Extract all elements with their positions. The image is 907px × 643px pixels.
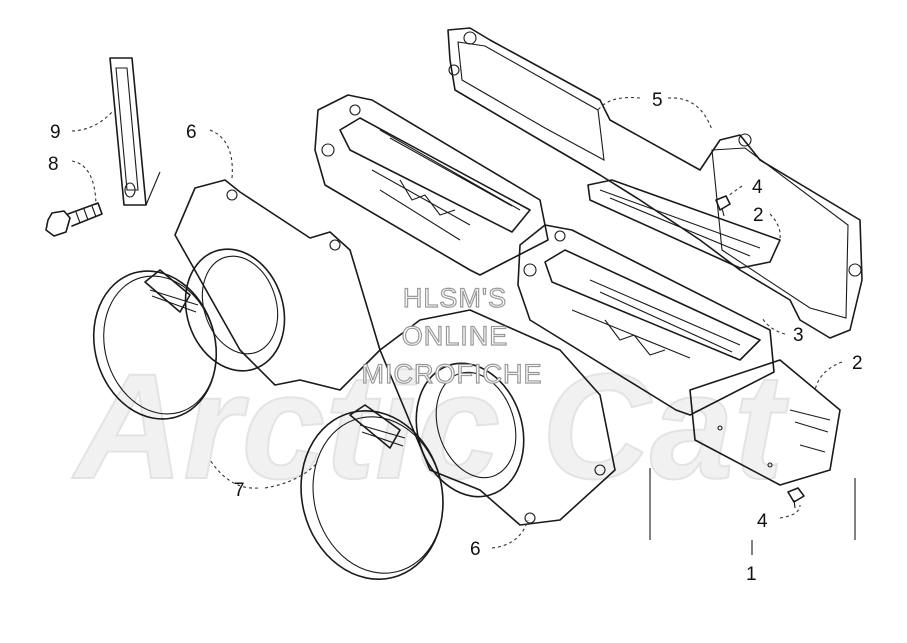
callout-5[interactable]: 5 xyxy=(652,90,663,111)
callout-4-lower[interactable]: 4 xyxy=(757,511,768,532)
part-3-reed-cage-lower xyxy=(517,224,775,416)
brand-watermark: Arctic Cat xyxy=(71,342,790,510)
part-2-reed-lower xyxy=(689,359,841,486)
part-8-bolt xyxy=(45,202,103,237)
part-3-reed-cage-upper xyxy=(314,94,549,276)
watermark-line2: ONLINE xyxy=(402,321,509,351)
callout-6-lower[interactable]: 6 xyxy=(470,539,481,560)
watermark-line1: HLSM'S xyxy=(403,283,507,313)
callout-6-upper[interactable]: 6 xyxy=(186,122,197,143)
callout-2-upper[interactable]: 2 xyxy=(753,205,764,226)
leader-lines xyxy=(71,96,856,555)
part-4-screw-lower xyxy=(787,487,805,509)
part-6-intake-boot-upper xyxy=(174,179,381,391)
callout-8[interactable]: 8 xyxy=(48,154,59,175)
callout-3[interactable]: 3 xyxy=(793,325,804,346)
part-2-reed-upper xyxy=(587,179,781,269)
callout-1[interactable]: 1 xyxy=(746,564,757,585)
part-7-clamp-lower xyxy=(300,404,444,580)
callout-2-lower[interactable]: 2 xyxy=(852,353,863,374)
callout-4-upper[interactable]: 4 xyxy=(752,177,763,198)
part-5-gasket xyxy=(447,27,863,339)
part-6-intake-boot-lower xyxy=(379,309,616,526)
part-7-clamp-upper xyxy=(92,269,218,420)
microfiche-watermark: HLSM'S ONLINE MICROFICHE xyxy=(361,282,543,389)
callout-7[interactable]: 7 xyxy=(234,480,245,501)
part-4-screw-upper xyxy=(715,195,731,217)
part-9-strap xyxy=(109,57,161,206)
watermark-line3: MICROFICHE xyxy=(362,359,543,389)
callout-9[interactable]: 9 xyxy=(50,122,61,143)
